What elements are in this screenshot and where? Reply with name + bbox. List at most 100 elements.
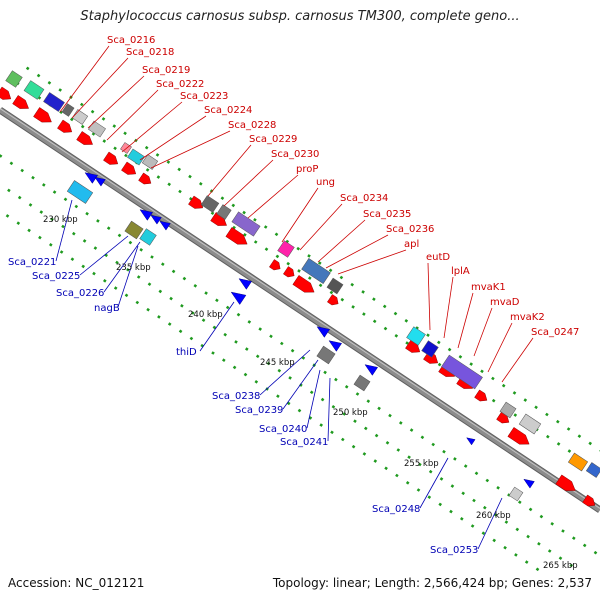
reverse-cds-arrow[interactable]	[228, 287, 247, 305]
gene-label-sca-0224[interactable]: Sca_0224	[204, 105, 252, 116]
track-dot	[317, 261, 322, 265]
reverse-cds-arrow[interactable]	[362, 361, 378, 376]
gene-label-sca-0221[interactable]: Sca_0221	[8, 257, 56, 268]
gene-box[interactable]	[124, 220, 144, 240]
gene-box[interactable]	[216, 204, 232, 220]
gene-box[interactable]	[139, 228, 157, 246]
gene-label-sca-0226[interactable]: Sca_0226	[56, 288, 104, 299]
forward-cds-arrow[interactable]	[582, 494, 598, 509]
gene-label-sca-0253[interactable]: Sca_0253	[430, 545, 478, 556]
gene-box[interactable]	[61, 103, 75, 117]
gene-box[interactable]	[66, 180, 94, 204]
forward-cds-arrow[interactable]	[474, 389, 490, 404]
gene-label-sca-0229[interactable]: Sca_0229	[249, 134, 297, 145]
forward-cds-arrow[interactable]	[555, 474, 579, 495]
gene-box[interactable]	[441, 354, 483, 390]
reverse-cds-arrow[interactable]	[314, 323, 330, 338]
forward-cds-arrow[interactable]	[12, 95, 32, 112]
gene-label-sca-0235[interactable]: Sca_0235	[363, 209, 411, 220]
gene-box[interactable]	[88, 120, 106, 138]
gene-label-sca-0236[interactable]: Sca_0236	[386, 224, 434, 235]
gene-box[interactable]	[127, 148, 145, 166]
gene-label-mvad[interactable]: mvaD	[490, 297, 520, 308]
gene-label-sca-0240[interactable]: Sca_0240	[259, 424, 307, 435]
reverse-cds-arrow[interactable]	[326, 337, 342, 352]
gene-label-sca-0216[interactable]: Sca_0216	[107, 35, 155, 46]
gene-label-sca-0222[interactable]: Sca_0222	[156, 79, 204, 90]
gene-box[interactable]	[316, 345, 336, 365]
gene-box[interactable]	[200, 195, 220, 213]
forward-cds-arrow[interactable]	[269, 259, 282, 272]
forward-cds-arrow[interactable]	[121, 161, 138, 178]
track-dot	[190, 311, 195, 315]
forward-cds-arrow[interactable]	[103, 151, 120, 168]
gene-label-sca-0218[interactable]: Sca_0218	[126, 47, 174, 58]
track-dot	[577, 434, 582, 439]
gene-box[interactable]	[499, 401, 517, 419]
gene-box[interactable]	[421, 340, 439, 358]
forward-cds-arrow[interactable]	[76, 131, 96, 148]
gene-box[interactable]	[277, 240, 295, 258]
gene-label-sca-0248[interactable]: Sca_0248	[372, 504, 420, 515]
gene-label-sca-0241[interactable]: Sca_0241	[280, 437, 328, 448]
gene-label-sca-0238[interactable]: Sca_0238	[212, 391, 260, 402]
track-dot	[566, 427, 571, 431]
gene-label-sca-0219[interactable]: Sca_0219	[142, 65, 190, 76]
track-dot	[480, 369, 484, 374]
forward-cds-arrow[interactable]	[57, 119, 74, 136]
forward-cds-arrow[interactable]	[327, 294, 340, 307]
gene-box[interactable]	[326, 277, 344, 295]
reverse-cds-arrow[interactable]	[522, 476, 535, 489]
reverse-cds-arrow[interactable]	[82, 169, 98, 184]
gene-box[interactable]	[5, 70, 23, 88]
reverse-cds-arrow[interactable]	[149, 212, 162, 225]
forward-cds-arrow[interactable]	[188, 195, 205, 212]
forward-cds-arrow[interactable]	[225, 227, 250, 248]
forward-cds-arrow[interactable]	[138, 172, 154, 187]
reverse-cds-arrow[interactable]	[137, 206, 153, 221]
gene-box[interactable]	[567, 452, 589, 472]
gene-label-sca-0234[interactable]: Sca_0234	[340, 193, 388, 204]
gene-box[interactable]	[353, 374, 371, 392]
gene-box[interactable]	[508, 486, 524, 502]
gene-box[interactable]	[43, 92, 65, 112]
track-dot	[128, 240, 133, 245]
track-dot	[220, 196, 225, 201]
gene-box[interactable]	[301, 258, 331, 284]
forward-cds-arrow[interactable]	[0, 86, 14, 103]
forward-cds-arrow[interactable]	[33, 107, 54, 126]
gene-box[interactable]	[71, 109, 89, 125]
reverse-cds-arrow[interactable]	[93, 174, 106, 187]
gene-label-prop[interactable]: proP	[296, 164, 318, 175]
reverse-cds-arrow[interactable]	[465, 435, 476, 446]
reverse-cds-arrow[interactable]	[236, 275, 252, 290]
gene-label-sca-0228[interactable]: Sca_0228	[228, 120, 276, 131]
leader-line	[87, 75, 145, 129]
gene-label-sca-0225[interactable]: Sca_0225	[32, 271, 80, 282]
gene-label-lpla[interactable]: lplA	[451, 266, 470, 277]
track-dot	[276, 394, 280, 399]
gene-label-sca-0223[interactable]: Sca_0223	[180, 91, 228, 102]
reverse-cds-arrow[interactable]	[158, 218, 171, 231]
track-dot	[145, 168, 150, 172]
gene-box[interactable]	[585, 462, 600, 478]
forward-cds-arrow[interactable]	[283, 266, 296, 279]
track-dot	[258, 327, 263, 331]
gene-box[interactable]	[231, 211, 261, 237]
gene-label-apl[interactable]: apl	[404, 239, 419, 250]
gene-label-mvak1[interactable]: mvaK1	[471, 282, 506, 293]
gene-box[interactable]	[518, 413, 542, 435]
gene-label-sca-0230[interactable]: Sca_0230	[271, 149, 319, 160]
gene-label-mvak2[interactable]: mvaK2	[510, 312, 545, 323]
gene-label-ung[interactable]: ung	[316, 177, 335, 188]
gene-box[interactable]	[23, 80, 45, 100]
gene-box[interactable]	[141, 154, 159, 170]
gene-label-eutd[interactable]: eutD	[426, 252, 450, 263]
gene-box[interactable]	[406, 326, 426, 346]
gene-label-sca-0239[interactable]: Sca_0239	[235, 405, 283, 416]
forward-cds-arrow[interactable]	[292, 275, 317, 296]
gene-label-nagb[interactable]: nagB	[94, 303, 120, 314]
gene-label-sca-0247[interactable]: Sca_0247	[531, 327, 579, 338]
gene-label-thid[interactable]: thiD	[176, 347, 197, 358]
forward-cds-arrow[interactable]	[507, 427, 532, 448]
